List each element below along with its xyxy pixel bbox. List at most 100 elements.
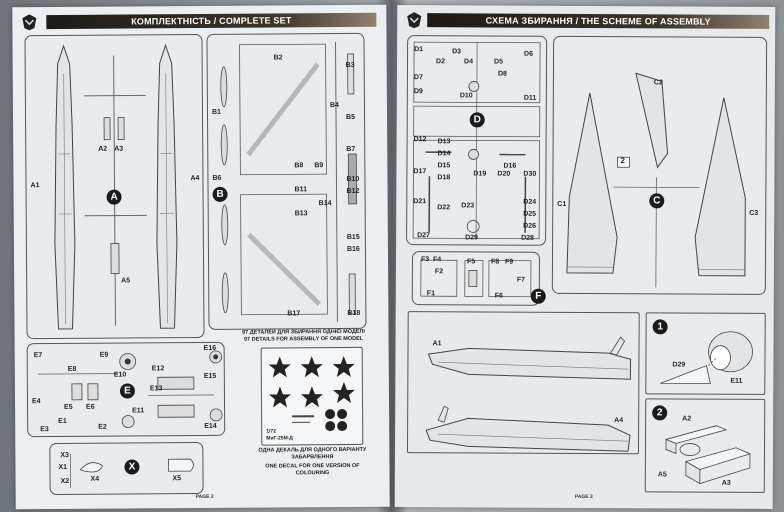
part-label: E14 xyxy=(204,422,217,430)
part-label: E2 xyxy=(98,423,107,431)
page-number: PAGE 2 xyxy=(195,493,214,501)
part-label: E6 xyxy=(86,403,95,411)
decal-sheet: 1/72 МиГ-25М-Д xyxy=(260,346,364,446)
part-label: B8 xyxy=(294,162,304,170)
part-label: D11 xyxy=(523,94,537,102)
part-label: D13 xyxy=(437,138,451,146)
part-label: D10 xyxy=(459,92,473,100)
part-label: F2 xyxy=(434,268,444,276)
right-page: СХЕМА ЗБИРАННЯ / THE SCHEME OF ASSEMBLY … xyxy=(394,5,776,509)
part-label: B4 xyxy=(329,102,339,110)
part-label: A4 xyxy=(190,175,200,183)
part-label: A3 xyxy=(721,479,731,487)
part-label: D29 xyxy=(672,361,686,369)
fuselage-part-right xyxy=(156,43,178,329)
decal-stars xyxy=(268,356,355,432)
sprue-x-parts xyxy=(69,453,194,488)
part-label: D21 xyxy=(413,198,427,206)
part-label: A1 xyxy=(30,182,40,190)
part-label: A2 xyxy=(682,415,692,423)
part-label: D24 xyxy=(523,198,537,206)
sprue-c-frame: C C1 C2 C3 2 xyxy=(551,35,768,295)
part-label: X4 xyxy=(90,475,100,483)
assembly-fuselage-panel: A1 A4 xyxy=(406,311,640,455)
sprue-f-frame: F F3 F4 F2 F1 F5 F8 F9 F7 F6 xyxy=(411,251,546,306)
part-label: D29 xyxy=(465,234,478,242)
part-label: B14 xyxy=(318,200,332,208)
part-label: D15 xyxy=(437,162,451,170)
sprue-a-badge: A xyxy=(106,189,122,205)
details-note-en: 97 DETAILS FOR ASSEMBLY OF ONE MODEL xyxy=(243,335,364,343)
part-label: A1 xyxy=(432,340,442,348)
part-label: D3 xyxy=(452,48,462,56)
part-label: D17 xyxy=(413,168,427,176)
part-label: E9 xyxy=(99,351,109,359)
part-label: D6 xyxy=(524,50,534,58)
part-label: D20 xyxy=(497,170,511,178)
part-label: B12 xyxy=(346,187,360,195)
nose-cone-illustration xyxy=(660,331,753,385)
part-label: D14 xyxy=(437,150,451,158)
fuselage-part-left xyxy=(54,44,76,330)
part-label: E3 xyxy=(40,426,49,434)
sprue-x-badge: X xyxy=(124,459,140,475)
page-title: СХЕМА ЗБИРАННЯ / THE SCHEME OF ASSEMBLY xyxy=(427,13,770,29)
part-label: B7 xyxy=(346,145,356,153)
part-label: D26 xyxy=(523,222,537,230)
part-label: E11 xyxy=(132,407,145,415)
sprue-b-parts xyxy=(220,42,358,323)
sprue-d-grid xyxy=(412,41,541,240)
part-label: D9 xyxy=(413,88,423,96)
decal-note-ua: ОДНА ДЕКАЛЬ ДЛЯ ОДНОГО ВАРІАНТУ ЗАБАРВЛЕ… xyxy=(258,446,367,461)
part-label: B17 xyxy=(287,310,301,318)
sprue-c-wings xyxy=(566,72,746,288)
part-label: D7 xyxy=(413,74,423,82)
sprue-a-frame: A A1 A2 A3 A4 A5 xyxy=(24,33,205,340)
part-label: E11 xyxy=(730,377,743,385)
part-label: A3 xyxy=(114,145,124,153)
part-label: F8 xyxy=(490,258,500,266)
part-label: E15 xyxy=(203,372,217,380)
sprue-e-parts xyxy=(37,350,223,428)
part-label: X3 xyxy=(60,451,69,459)
step-1-panel: 1 D29 E11 xyxy=(645,312,766,395)
sprue-b-frame: B B1 B2 B3 B4 B5 B6 B7 B8 B9 B10 B11 B12… xyxy=(206,32,367,330)
fuselage-side-upper xyxy=(425,336,631,452)
part-label: F9 xyxy=(504,258,514,266)
decal-note-en: ONE DECAL FOR ONE VERSION OF COLOURING xyxy=(265,462,360,477)
part-label: D27 xyxy=(417,232,430,240)
part-label: B10 xyxy=(346,175,360,183)
part-label: E10 xyxy=(113,371,127,379)
part-label: E5 xyxy=(64,403,73,411)
part-label: F3 xyxy=(420,256,430,264)
wheel-well-illustration xyxy=(664,425,752,485)
part-label: D5 xyxy=(494,58,503,66)
part-label: X1 xyxy=(58,463,68,472)
sprue-f-parts xyxy=(420,259,532,298)
part-label: F5 xyxy=(466,258,476,266)
part-label: D18 xyxy=(437,174,451,182)
part-label: E8 xyxy=(67,365,77,373)
part-label: D8 xyxy=(497,70,507,78)
decal-caption: МиГ-25М-Д xyxy=(266,435,293,442)
part-label: E7 xyxy=(33,352,43,360)
part-label: D2 xyxy=(436,58,445,66)
sprue-x-frame: X X3 X1 X2 X4 X5 xyxy=(49,441,204,496)
sprue-b-badge: B xyxy=(212,186,228,202)
part-label: B16 xyxy=(346,245,360,253)
part-label: D23 xyxy=(461,202,475,210)
part-label: B6 xyxy=(212,174,222,182)
step-2-panel: 2 A2 A5 A3 xyxy=(644,398,766,493)
sprue-e-badge: E xyxy=(119,383,135,399)
part-label: D19 xyxy=(473,170,487,178)
part-label: E12 xyxy=(151,365,165,373)
part-label: D4 xyxy=(464,58,473,66)
part-label: D22 xyxy=(437,204,451,212)
part-label: B15 xyxy=(346,233,360,241)
page-title: КОМПЛЕКТНІСТЬ / COMPLETE SET xyxy=(46,12,377,30)
logo-icon xyxy=(22,14,37,31)
left-page: КОМПЛЕКТНІСТЬ / COMPLETE SET xyxy=(12,4,390,510)
part-label: F6 xyxy=(494,292,503,300)
part-label: B13 xyxy=(294,210,308,218)
